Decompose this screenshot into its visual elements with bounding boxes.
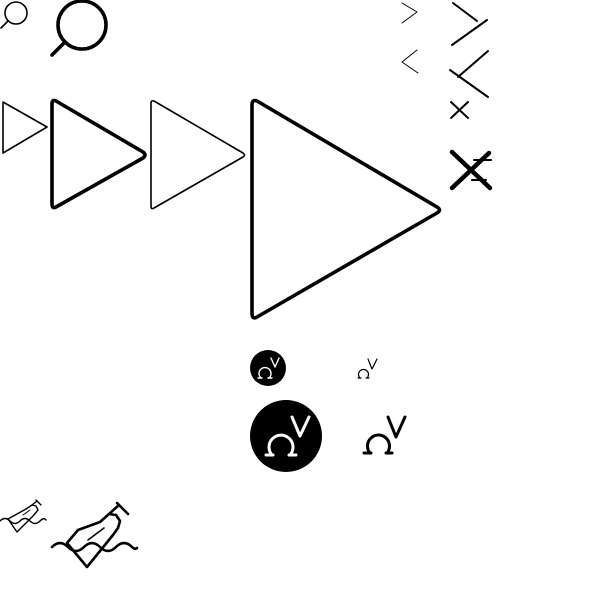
omega-v-icon <box>362 415 407 455</box>
chevron-left-icon <box>449 50 489 98</box>
chevron-left-icon <box>401 49 419 74</box>
play-icon <box>2 101 48 154</box>
close-icon <box>450 101 469 119</box>
chevron-right-icon <box>401 2 418 24</box>
play-icon <box>150 99 246 210</box>
search-icon <box>0 1 28 29</box>
message-in-bottle-icon <box>0 499 47 533</box>
chevron-right-icon <box>451 2 488 46</box>
search-icon <box>50 0 108 57</box>
message-in-bottle-icon <box>50 501 139 569</box>
play-icon <box>50 98 147 210</box>
close-icon <box>449 149 493 191</box>
omega-v-icon <box>357 358 378 379</box>
omega-v-badge-icon <box>250 400 322 472</box>
play-icon <box>250 98 442 320</box>
omega-v-badge-icon <box>250 350 286 386</box>
